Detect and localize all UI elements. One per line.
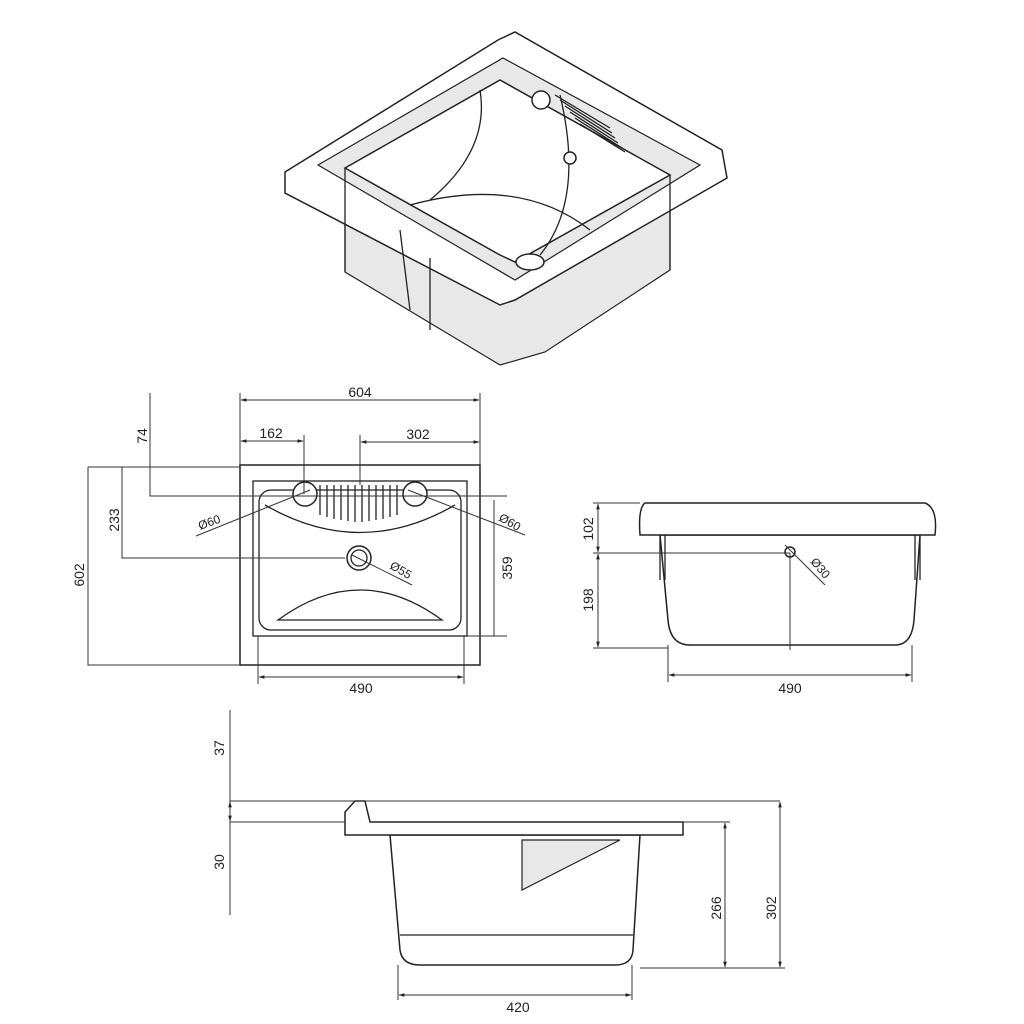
dim-left-hole-diameter: Ø60 bbox=[196, 512, 222, 533]
side-view: 37 30 266 302 420 bbox=[211, 710, 785, 1015]
dim-rim-height: 102 bbox=[580, 517, 596, 541]
dim-side-bottom-width: 420 bbox=[506, 999, 530, 1015]
dim-basin-height: 266 bbox=[708, 896, 724, 920]
dim-body-height: 198 bbox=[580, 588, 596, 612]
dim-washboard-from-right: 302 bbox=[406, 426, 430, 442]
dim-basin-depth: 359 bbox=[499, 556, 515, 580]
washboard-ribs bbox=[554, 94, 626, 153]
dim-overall-height: 302 bbox=[763, 896, 779, 920]
dim-right-hole-diameter: Ø60 bbox=[497, 510, 524, 534]
dim-drain-offset: 233 bbox=[106, 508, 122, 532]
dim-overall-width: 604 bbox=[348, 384, 372, 400]
front-view: 102 198 Ø30 490 bbox=[580, 502, 937, 696]
dim-top-offset: 37 bbox=[211, 740, 227, 756]
dim-rim-thickness: 30 bbox=[211, 854, 227, 870]
dim-hole-offset: 74 bbox=[134, 428, 150, 444]
dim-front-width: 490 bbox=[778, 680, 802, 696]
top-view: 604 162 302 74 233 602 Ø60 Ø60 Ø55 359 4… bbox=[71, 384, 526, 696]
dim-bottom-width: 490 bbox=[349, 680, 373, 696]
dim-overall-depth: 602 bbox=[71, 563, 87, 587]
dim-drain-from-left: 162 bbox=[259, 425, 283, 441]
isometric-sink-view bbox=[284, 31, 728, 366]
